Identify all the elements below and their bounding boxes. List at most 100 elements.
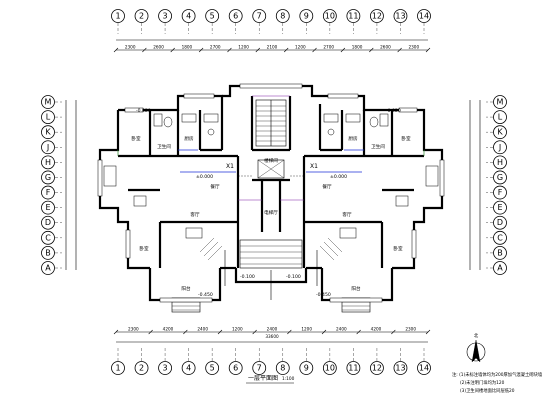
top-axis-bubble [322,9,337,23]
top-axis-bubble [205,9,220,23]
top-axis-label: 9 [304,12,309,21]
right-axis-bubble [493,200,507,215]
room-label: 电梯厅 [264,209,278,216]
elevation-label: -0.450 [316,292,331,298]
interior-walls [118,96,424,268]
drawing-title: 一层平面图 1:100 [246,375,295,384]
bottom-axis-label: 9 [304,364,309,373]
left-axis-label: B [45,248,51,257]
top-axis-label: 4 [186,12,191,21]
elevation-label: -0.100 [286,274,301,280]
left-axis-bubble [41,155,55,170]
top-axis-bubble [299,9,314,23]
bottom-axis-label: 5 [210,364,215,373]
north-label: 北 [474,332,479,339]
fixtures [103,113,439,239]
room-label: 餐厅 [322,183,332,190]
dimension-value: 1200 [295,45,306,50]
top-axis-bubble [181,9,196,23]
room-label: 客厅 [190,211,200,218]
left-axis-bubble [41,140,55,155]
room-label: 厨房 [184,135,194,142]
left-axis-label: L [46,113,51,122]
unit-labels: X1 X1 [226,163,318,170]
left-axis-bubble [41,230,55,245]
top-axis-bubble [417,9,431,23]
general-notes: 注: (1)未标注墙体均为200厚加气混凝土砌块墙 (2)未注明门垛均为120 … [452,371,543,394]
section-marks [224,175,318,300]
dimension-value: 1200 [301,327,312,332]
bottom-axis-bubble [134,361,149,375]
bottom-axis-bubble [393,361,408,375]
left-axis-bubble [41,95,55,109]
right-axis-label: G [497,173,503,182]
right-axis-bubble [493,261,507,275]
note-line: (2)未注明门垛均为120 [460,379,505,386]
top-axis-label: 8 [280,12,285,21]
dimension-value: 2300 [125,45,136,50]
unit-type-label: X1 [226,163,234,170]
elevation-label: ±0.000 [196,174,213,180]
right-axis-bubble [493,246,507,260]
dimension-value: 2600 [380,45,391,50]
room-label: 卧室 [131,135,141,142]
room-label: 厨房 [348,135,358,142]
bottom-axis-bubble [275,361,290,375]
top-axis-label: 11 [348,12,358,21]
left-axis-bubble [41,110,55,124]
bottom-axis-label: 12 [372,364,382,373]
note-line: 注: (1)未标注墙体均为200厚加气混凝土砌块墙 [452,371,543,378]
elevation-label: -0.100 [240,274,255,280]
right-axis-label: H [497,158,503,167]
bottom-axis-bubble [252,361,267,375]
bottom-axis-label: 4 [186,364,191,373]
bottom-axis-bubble [228,361,243,375]
dimension-value: 1800 [352,45,363,50]
top-axis-bubble [346,9,361,23]
windows [97,83,445,303]
top-axis-bubble [134,9,149,23]
bottom-axis-bubble [346,361,361,375]
right-axis-bubble [493,230,507,245]
right-axis-label: M [497,98,504,107]
left-axis-bubble [41,170,55,185]
right-axis-label: A [497,264,503,273]
dimension-value: 4200 [163,327,174,332]
left-axis-bubble [41,125,55,140]
right-axis-bubble [493,110,507,124]
note-line: (3)卫生间楼地面比同层低20 [460,387,515,394]
room-label: 卧室 [139,245,149,252]
right-axis-label: E [497,203,502,212]
top-axis-label: 10 [325,12,335,21]
right-axis-bubble [493,140,507,155]
room-label: 阳台 [181,285,191,292]
bottom-axis-label: 1 [115,364,120,373]
dimension-value: 2100 [267,45,278,50]
right-axis-bubble [493,215,507,230]
dimension-value: 2700 [323,45,334,50]
top-axis-bubble [228,9,243,23]
bottom-axis-label: 11 [348,364,358,373]
bottom-axis-bubble [417,361,431,375]
right-axis-bubble [493,170,507,185]
north-arrow: 北 [466,332,486,363]
right-axis-bubble [493,95,507,109]
left-axis-label: G [45,173,51,182]
left-axis-bubble [41,215,55,230]
top-axis-label: 13 [395,12,405,21]
right-axis-label: D [497,218,503,227]
bottom-axis-bubble [181,361,196,375]
bottom-axis-label: 6 [233,364,238,373]
right-axis-bubble [493,125,507,140]
left-axis-label: F [46,188,51,197]
top-axis-label: 14 [419,12,429,21]
overall-dimension: 33600 [265,334,279,339]
right-axis-bubble [493,155,507,170]
